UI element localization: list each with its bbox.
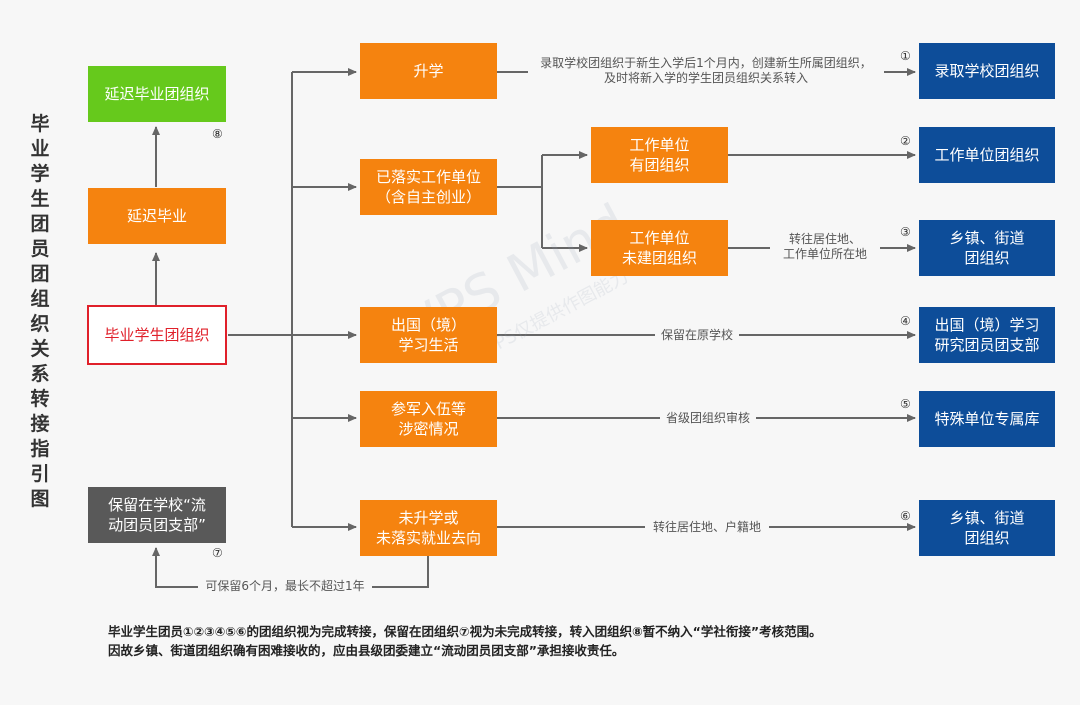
number-5: ⑤ bbox=[900, 397, 911, 411]
node-dest-school: 录取学校团组织 bbox=[919, 43, 1055, 99]
footnote-line-1: 毕业学生团员①②③④⑤⑥的团组织视为完成转接，保留在团组织⑦视为未完成转接，转入… bbox=[108, 624, 822, 639]
node-unemployed: 未升学或 未落实就业去向 bbox=[360, 500, 497, 556]
label-town2: 转往居住地、户籍地 bbox=[645, 520, 769, 535]
node-work-has-org: 工作单位 有团组织 bbox=[591, 127, 728, 183]
footnote-line-2: 因故乡镇、街道团组织确有困难接收的，应由县级团委建立“流动团员团支部”承担接收责… bbox=[108, 643, 625, 658]
node-further-study: 升学 bbox=[360, 43, 497, 99]
node-dest-special: 特殊单位专属库 bbox=[919, 391, 1055, 447]
node-retain: 保留在学校“流 动团员团支部” bbox=[88, 487, 226, 543]
node-dest-work: 工作单位团组织 bbox=[919, 127, 1055, 183]
node-delay-grad: 延迟毕业 bbox=[88, 188, 226, 244]
number-6: ⑥ bbox=[900, 509, 911, 523]
number-2: ② bbox=[900, 134, 911, 148]
label-school: 录取学校团组织于新生入学后1个月内，创建新生所属团组织， 及时将新入学的学生团员… bbox=[528, 56, 884, 86]
node-delay-org: 延迟毕业团组织 bbox=[88, 66, 226, 122]
label-town1: 转往居住地、 工作单位所在地 bbox=[770, 232, 880, 262]
node-work-no-org: 工作单位 未建团组织 bbox=[591, 220, 728, 276]
node-dest-town1: 乡镇、街道 团组织 bbox=[919, 220, 1055, 276]
number-3: ③ bbox=[900, 225, 911, 239]
label-abroad: 保留在原学校 bbox=[655, 328, 739, 343]
number-1: ① bbox=[900, 49, 911, 63]
footnote: 毕业学生团员①②③④⑤⑥的团组织视为完成转接，保留在团组织⑦视为未完成转接，转入… bbox=[108, 622, 1008, 660]
number-7: ⑦ bbox=[212, 546, 223, 560]
page-title: 毕业学生团员团组织关系转接指引图 bbox=[30, 113, 50, 510]
node-military: 参军入伍等 涉密情况 bbox=[360, 391, 497, 447]
label-military: 省级团组织审核 bbox=[660, 411, 756, 426]
node-source: 毕业学生团组织 bbox=[87, 305, 227, 365]
label-retain: 可保留6个月，最长不超过1年 bbox=[198, 579, 372, 594]
node-abroad: 出国（境） 学习生活 bbox=[360, 307, 497, 363]
number-4: ④ bbox=[900, 314, 911, 328]
node-employed: 已落实工作单位 （含自主创业） bbox=[360, 159, 497, 215]
node-dest-town2: 乡镇、街道 团组织 bbox=[919, 500, 1055, 556]
number-8: ⑧ bbox=[212, 127, 223, 141]
node-dest-abroad: 出国（境）学习 研究团员团支部 bbox=[919, 307, 1055, 363]
